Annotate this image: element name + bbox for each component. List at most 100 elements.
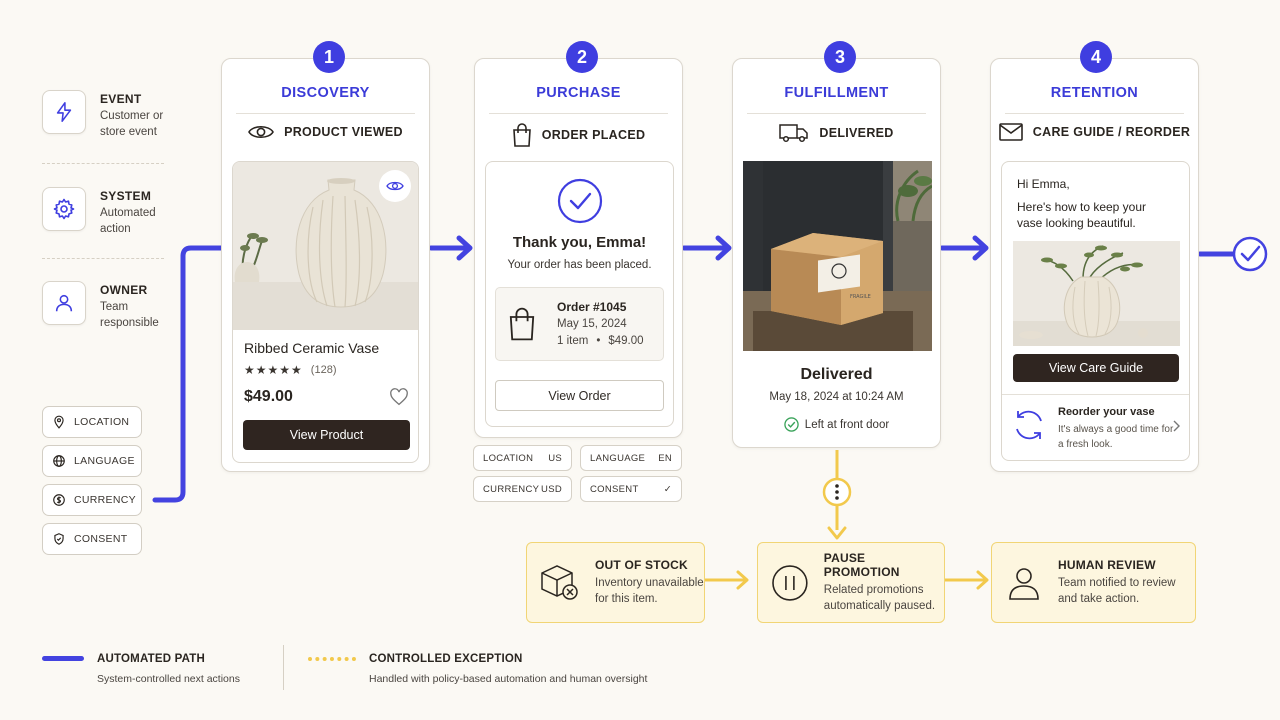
view-care-guide-button[interactable]: View Care Guide [1013,354,1179,382]
mail-icon [998,123,1023,141]
order-confirmation-card: Thank you, Emma! Your order has been pla… [485,161,674,427]
exception-title: OUT OF STOCK [595,558,688,572]
delivery-date: May 18, 2024 at 10:24 AM [769,391,904,403]
heart-icon[interactable] [389,388,409,406]
view-badge-button[interactable] [379,170,411,202]
divider [489,113,668,114]
chip-location: LOCATION [42,406,142,438]
email-card: Hi Emma, Here's how to keep your vase lo… [1001,161,1190,461]
chevron-right-icon [1173,420,1180,432]
shield-icon [54,533,64,545]
legend-desc: System-controlled next actions [97,673,240,685]
order-summary[interactable]: Order #1045 May 15, 2024 1 item•$49.00 [495,287,664,361]
legend-desc: Handled with policy-based automation and… [369,673,648,685]
rating: ★★★★★ (128) [244,363,336,377]
reorder-title: Reorder your vase [1058,406,1155,418]
product-name: Ribbed Ceramic Vase [244,340,380,356]
divider [236,113,415,114]
event-row: ORDER PLACED [475,123,682,147]
truck-icon [779,124,809,143]
more-options-icon [822,477,852,507]
email-greeting: Hi Emma, [1017,177,1070,191]
complete-check-icon [1232,236,1268,272]
exception-arrow-2 [943,570,989,590]
check-circle-icon [784,417,799,432]
stage-number-badge: 1 [313,41,345,73]
legend-title: EVENT [100,92,142,106]
package-label: FRAGILE [850,294,871,300]
view-order-button[interactable]: View Order [495,380,664,411]
email-message: Here's how to keep your vase looking bea… [1017,200,1147,230]
star-rating: ★★★★★ [244,363,303,377]
stage-title: DISCOVERY [281,85,370,101]
event-row: CARE GUIDE / REORDER [991,123,1198,141]
divider [283,645,284,690]
bottom-legend-automated: AUTOMATED PATH System-controlled next ac… [97,653,240,685]
arrow-purchase-to-fulfillment [681,235,732,261]
event-row: DELIVERED [733,123,940,143]
legend-title: CONTROLLED EXCEPTION [369,653,523,665]
stage-number-badge: 3 [824,41,856,73]
stage-retention-card: RETENTION CARE GUIDE / REORDER Hi Emma, … [990,58,1199,472]
stage-number-badge: 4 [1080,41,1112,73]
stage-discovery-card: DISCOVERY PRODUCT VIEWED Ribbed Ceramic … [221,58,430,472]
arrow-fulfillment-to-retention [939,235,989,261]
automated-path-entry [152,245,225,503]
pause-icon [772,564,808,601]
exception-title: PAUSE PROMOTION [823,551,900,579]
order-items: 1 item•$49.00 [557,335,644,347]
location-pin-icon [54,415,64,429]
check-icon: ✓ [663,483,672,495]
person-icon [42,281,86,325]
chip-language: LANGUAGE [42,445,142,477]
lightning-icon [42,90,86,134]
exception-title: HUMAN REVIEW [1058,558,1156,572]
automated-path-swatch [42,656,84,661]
reorder-desc: It's always a good time for a fresh look… [1058,424,1174,450]
legend-title: OWNER [100,283,148,297]
stage-title: FULFILLMENT [784,85,889,101]
order-date: May 15, 2024 [557,318,627,330]
order-id: Order #1045 [557,300,627,314]
review-count: (128) [310,364,337,376]
chip-consent: CONSENT [42,523,142,555]
shopping-bag-icon [509,307,535,341]
product-card[interactable]: Ribbed Ceramic Vase ★★★★★ (128) $49.00 V… [232,161,419,463]
stage-title: PURCHASE [536,85,621,101]
eye-icon [248,125,275,139]
shopping-bag-icon [512,123,531,147]
divider [42,163,164,164]
dollar-icon [53,494,65,506]
order-subtitle: Your order has been placed. [507,259,652,271]
delivery-photo: FRAGILE [743,161,932,351]
view-product-button[interactable]: View Product [243,420,410,450]
product-price: $49.00 [244,388,293,405]
event-row: PRODUCT VIEWED [222,123,429,141]
reorder-row[interactable]: Reorder your vase It's always a good tim… [1002,395,1189,460]
gear-icon [42,187,86,231]
stage-title: RETENTION [1050,85,1139,101]
delivery-status: Delivered [800,366,873,383]
divider [1005,113,1184,114]
stage-number-badge: 2 [566,41,598,73]
check-circle-icon [557,178,603,224]
divider [747,113,926,114]
exception-arrow-1 [703,570,749,590]
thank-you-heading: Thank you, Emma! [512,234,647,251]
legend-title: SYSTEM [100,189,152,203]
exception-path-swatch [308,657,356,661]
stage-fulfillment-card: FULFILLMENT DELIVERED FRAGILE Delivered … [732,58,941,448]
refresh-icon [1016,410,1042,440]
